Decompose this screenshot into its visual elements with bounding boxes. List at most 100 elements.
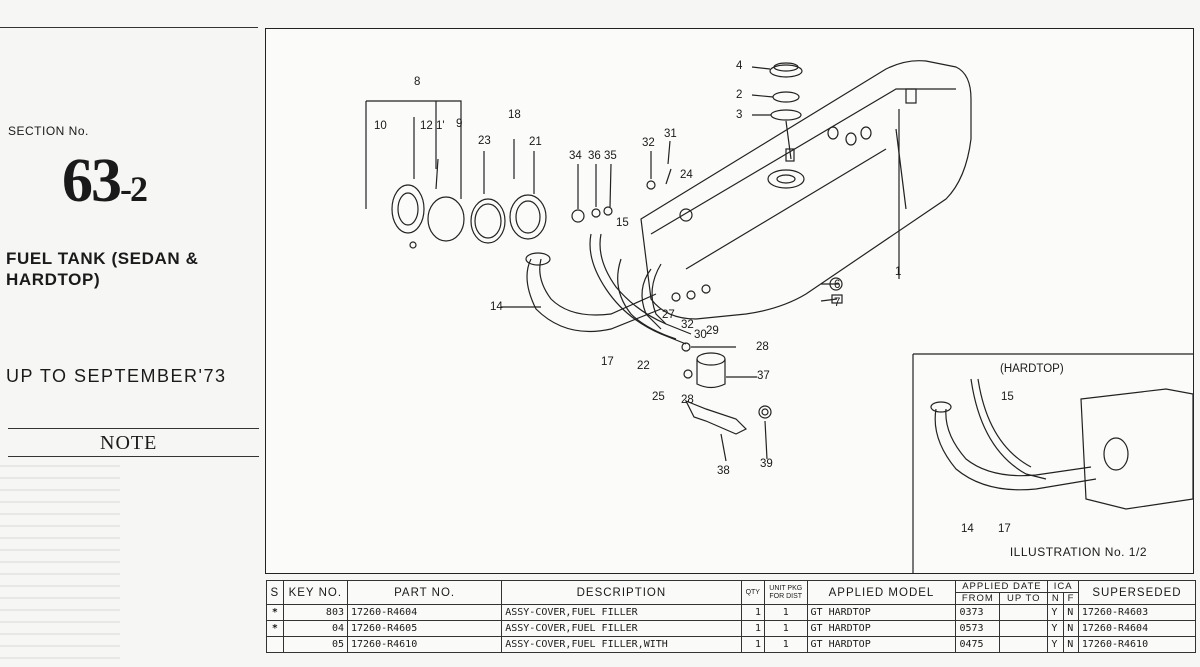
callout-24: 24 [680,169,693,181]
cell-superseded: 17260-R4610 [1077,636,1197,653]
cell-n: Y [1047,636,1065,653]
col-applied-date: APPLIED DATE [955,580,1049,593]
cell-upto [999,604,1049,621]
inset-callout-14: 14 [961,523,974,535]
parts-table: S KEY NO. PART NO. DESCRIPTION QTY UNIT … [266,580,1197,653]
callout-31: 31 [664,128,677,140]
callout-29: 29 [706,325,719,337]
left-panel: SECTION No. 63-2 FUEL TANK (SEDAN & HARD… [0,0,262,667]
inset-title: (HARDTOP) [1000,363,1064,375]
parts-illustration: 8 10 12 1' 9 18 23 21 34 36 35 32 31 24 … [265,28,1194,574]
cell-qty: 1 [740,604,765,621]
note-label: NOTE [100,432,158,454]
cell-pkg: 1 [763,604,808,621]
cell-superseded: 17260-R4604 [1077,620,1197,637]
callout-30: 30 [694,329,707,341]
cell-qty: 1 [740,620,765,637]
table-row: * 04 17260-R4605 ASSY-COVER,FUEL FILLER … [266,620,1197,637]
unit-pkg-label: UNIT PKG [769,584,803,592]
cell-f: N [1063,636,1079,653]
illustration-caption: ILLUSTRATION No. 1/2 [1009,545,1147,559]
callout-4: 4 [736,60,743,72]
cell-n: Y [1047,620,1065,637]
col-s: S [266,580,284,605]
callout-10: 10 [374,120,387,132]
cell-desc: ASSY-COVER,FUEL FILLER [501,620,742,637]
section-number-main: 63 [62,147,122,215]
section-range: UP TO SEPTEMBER'73 [6,366,227,386]
cell-superseded: 17260-R4603 [1077,604,1197,621]
cell-from: 0475 [955,636,1001,653]
callout-15: 15 [616,217,629,229]
inset-callout-17: 17 [998,523,1011,535]
cell-key: 04 [282,620,348,637]
cell-s: * [266,620,284,637]
col-description: DESCRIPTION [501,580,742,605]
cell-s: * [266,604,284,621]
cell-f: N [1063,604,1079,621]
callout-35: 35 [604,150,617,162]
cell-f: N [1063,620,1079,637]
callout-39: 39 [760,458,773,470]
col-ica: ICA [1047,580,1079,593]
cell-desc: ASSY-COVER,FUEL FILLER [501,604,742,621]
cell-pkg: 1 [763,620,808,637]
cell-part: 17260-R4604 [346,604,503,621]
col-part-no: PART NO. [346,580,503,605]
section-number-suffix: -2 [120,169,148,209]
section-number: 63-2 [62,147,148,220]
table-row: * 803 17260-R4604 ASSY-COVER,FUEL FILLER… [266,604,1197,621]
section-title: FUEL TANK (SEDAN & HARDTOP) [6,249,199,289]
inset-callout-15: 15 [1001,391,1014,403]
callout-18: 18 [508,109,521,121]
cell-s [266,636,284,653]
table-subheader-row: FROM UP TO N F [267,592,1196,605]
callout-12: 12 [420,120,433,132]
bleed-through-text [0,465,120,665]
cell-from: 0373 [955,604,1001,621]
col-up-to: UP TO [999,592,1049,605]
col-applied-model: APPLIED MODEL [806,580,957,605]
col-qty: QTY [740,580,765,605]
cell-pkg: 1 [763,636,808,653]
callout-38: 38 [717,465,730,477]
table-row: 05 17260-R4610 ASSY-COVER,FUEL FILLER,WI… [266,636,1197,653]
col-superseded: SUPERSEDED [1077,580,1197,605]
cell-part: 17260-R4605 [346,620,503,637]
callout-28-top: 28 [756,341,769,353]
cell-key: 803 [282,604,348,621]
note-top-rule [8,428,259,429]
callout-1: 1 [895,266,902,278]
callout-25: 25 [652,391,665,403]
cell-model: GT HARDTOP [806,636,957,653]
callout-36: 36 [588,150,601,162]
callout-8: 8 [414,76,421,88]
callout-34: 34 [569,150,582,162]
col-from: FROM [955,592,1001,605]
cell-desc: ASSY-COVER,FUEL FILLER,WITH [501,636,742,653]
cell-key: 05 [282,636,348,653]
cell-model: GT HARDTOP [806,604,957,621]
callout-2: 2 [736,89,743,101]
cell-upto [999,620,1049,637]
callout-6: 6 [834,279,841,291]
callout-37: 37 [757,370,770,382]
cell-model: GT HARDTOP [806,620,957,637]
exploded-diagram [365,60,1193,573]
cell-from: 0573 [955,620,1001,637]
cell-n: Y [1047,604,1065,621]
callout-1-prime: 1' [436,120,445,132]
callout-9: 9 [456,118,463,130]
cell-qty: 1 [740,636,765,653]
callout-21: 21 [529,136,542,148]
cell-part: 17260-R4610 [346,636,503,653]
table-header-row: S KEY NO. PART NO. DESCRIPTION QTY UNIT … [266,580,1197,605]
callout-32-bottom: 32 [681,319,694,331]
col-n: N [1047,592,1065,605]
callout-27: 27 [662,309,675,321]
cell-upto [999,636,1049,653]
section-label: SECTION No. [8,124,89,138]
callout-7: 7 [834,297,841,309]
callout-17: 17 [601,356,614,368]
